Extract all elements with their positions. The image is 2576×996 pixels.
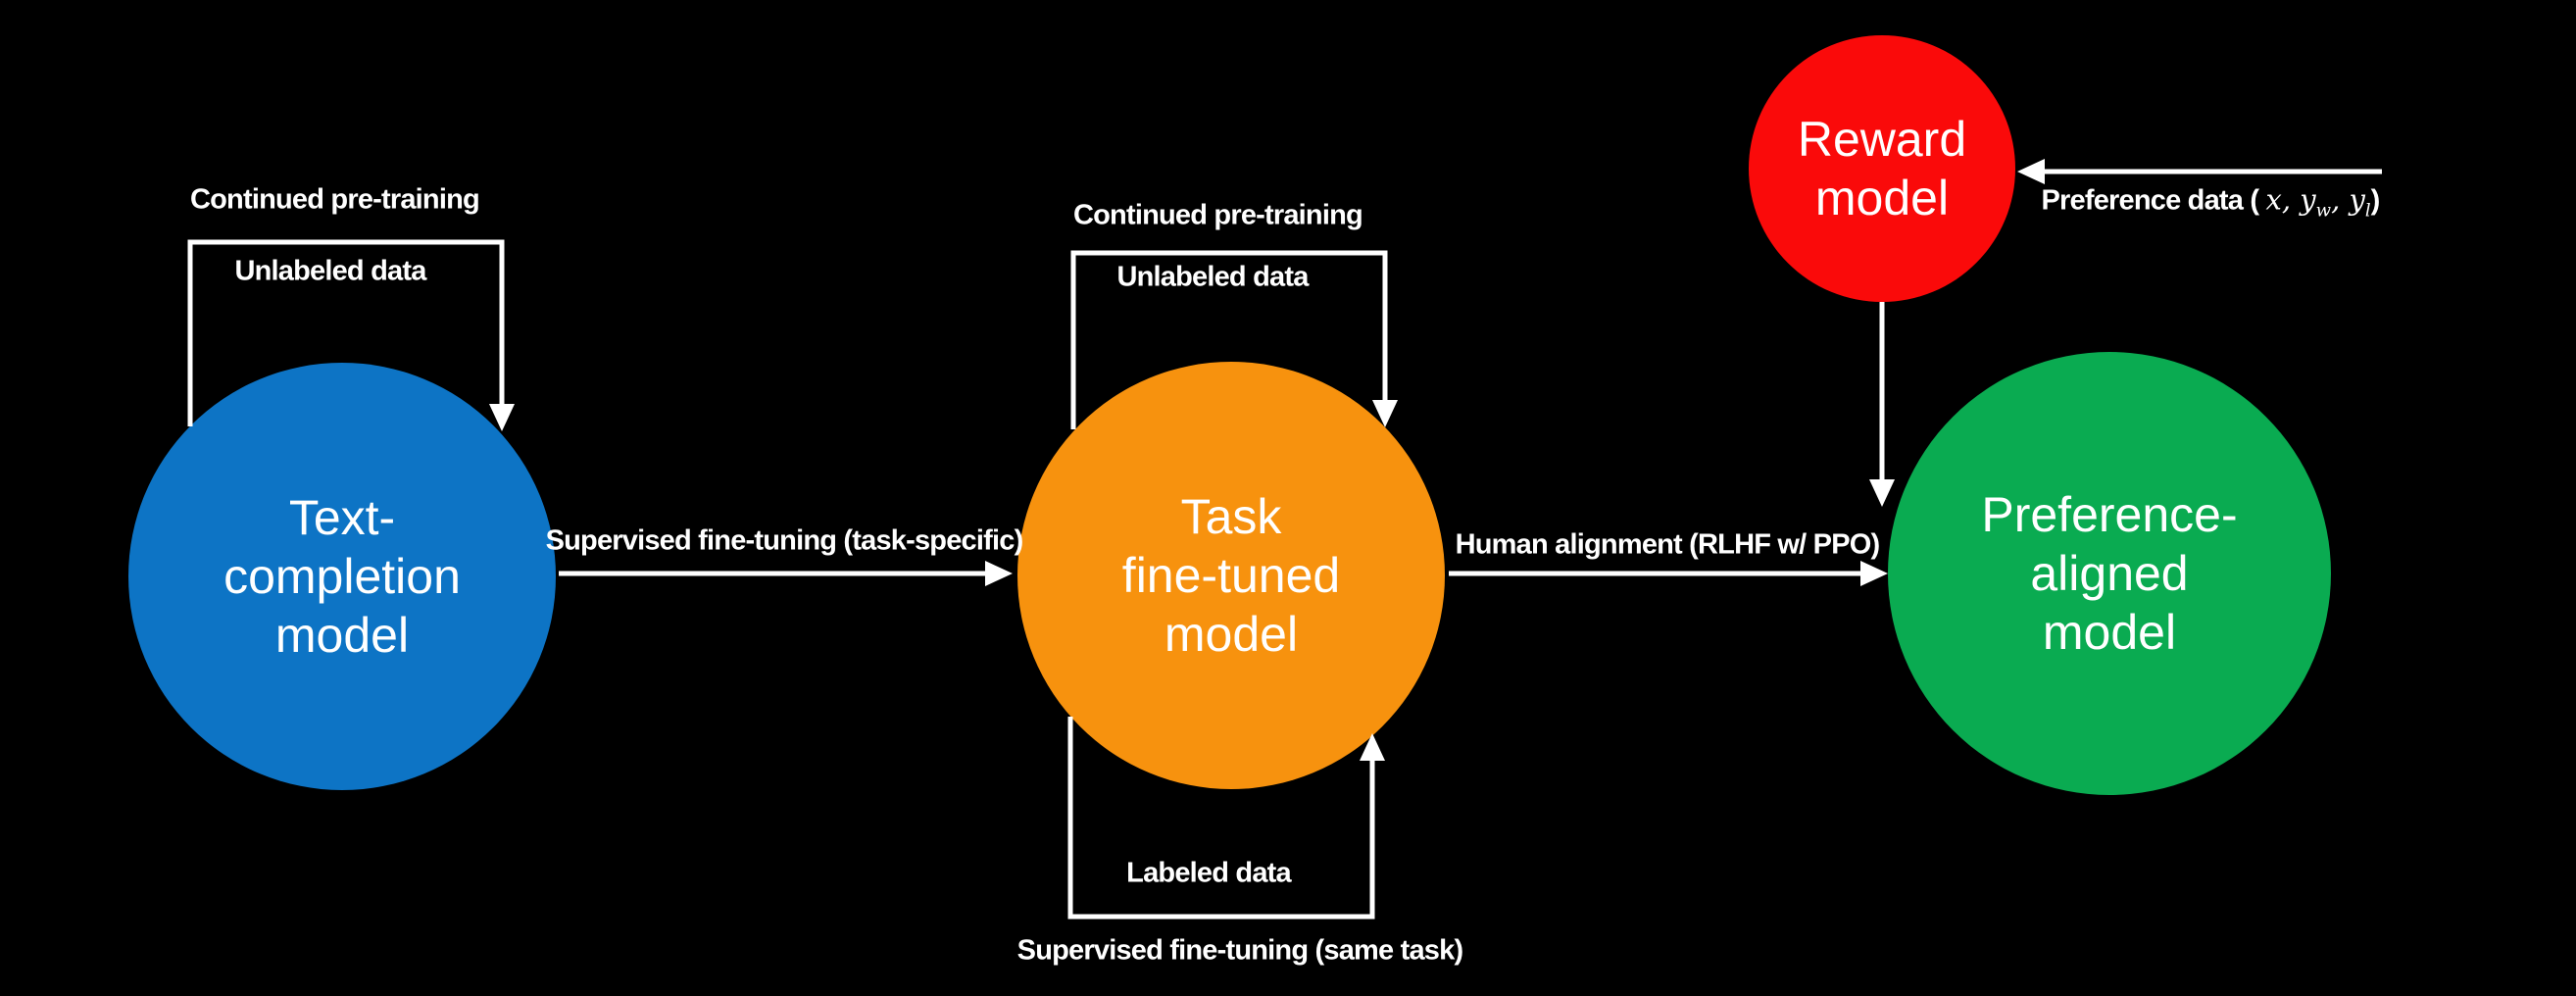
node-preference-aligned-label: Preference- aligned model — [1981, 487, 2238, 660]
preference-data-suffix: ) — [2370, 184, 2381, 217]
math-var-y2: y — [2349, 182, 2365, 217]
node-reward-label: Reward model — [1797, 112, 1967, 225]
label-preference-data: Preference data ( x, yw, yl) — [2041, 182, 2381, 222]
label-sft-same-task: Supervised fine-tuning (same task) — [1016, 934, 1463, 967]
node-text-completion-label: Text- completion model — [223, 490, 461, 663]
edge-continued-pretraining-mid-loop — [1070, 250, 1388, 429]
arrowhead-preference-data — [2017, 159, 2045, 184]
edge-sft-same-task-loop — [1067, 717, 1375, 920]
math-var-y-l: yl — [2349, 182, 2371, 222]
label-continued-pretraining-mid: Continued pre-training — [1073, 199, 1363, 231]
edge-continued-pretraining-left-loop — [187, 239, 505, 426]
arrowhead-sft-task-specific — [985, 561, 1013, 586]
math-separator-1: , — [2281, 182, 2301, 217]
label-labeled-data: Labeled data — [1126, 857, 1291, 889]
label-sft-task-specific: Supervised fine-tuning (task-specific) — [545, 524, 1024, 557]
node-preference-aligned-model: Preference- aligned model — [1888, 352, 2331, 795]
node-task-fine-tuned-label: Task fine-tuned model — [1121, 489, 1341, 662]
label-unlabeled-data-left: Unlabeled data — [234, 255, 426, 287]
label-unlabeled-data-mid: Unlabeled data — [1116, 261, 1309, 293]
arrowhead-continued-pretraining-left — [489, 404, 515, 431]
label-human-alignment: Human alignment (RLHF w/ PPO) — [1455, 528, 1881, 561]
math-var-y1: y — [2300, 182, 2316, 217]
arrowhead-sft-same-task — [1360, 733, 1385, 761]
node-text-completion-model: Text- completion model — [128, 363, 556, 790]
math-separator-2: , — [2331, 182, 2350, 217]
math-var-x: x — [2265, 182, 2282, 217]
node-task-fine-tuned-model: Task fine-tuned model — [1017, 362, 1445, 789]
arrowhead-continued-pretraining-mid — [1372, 400, 1398, 427]
label-continued-pretraining-left: Continued pre-training — [190, 183, 480, 216]
math-sub-w: w — [2315, 200, 2332, 222]
node-reward-model: Reward model — [1749, 35, 2015, 302]
arrowhead-human-alignment — [1860, 561, 1888, 586]
math-var-y-w: yw — [2300, 182, 2331, 222]
arrowhead-reward-to-aligned — [1869, 479, 1895, 507]
math-sub-l: l — [2364, 200, 2371, 222]
preference-data-prefix: Preference data ( — [2041, 184, 2266, 217]
